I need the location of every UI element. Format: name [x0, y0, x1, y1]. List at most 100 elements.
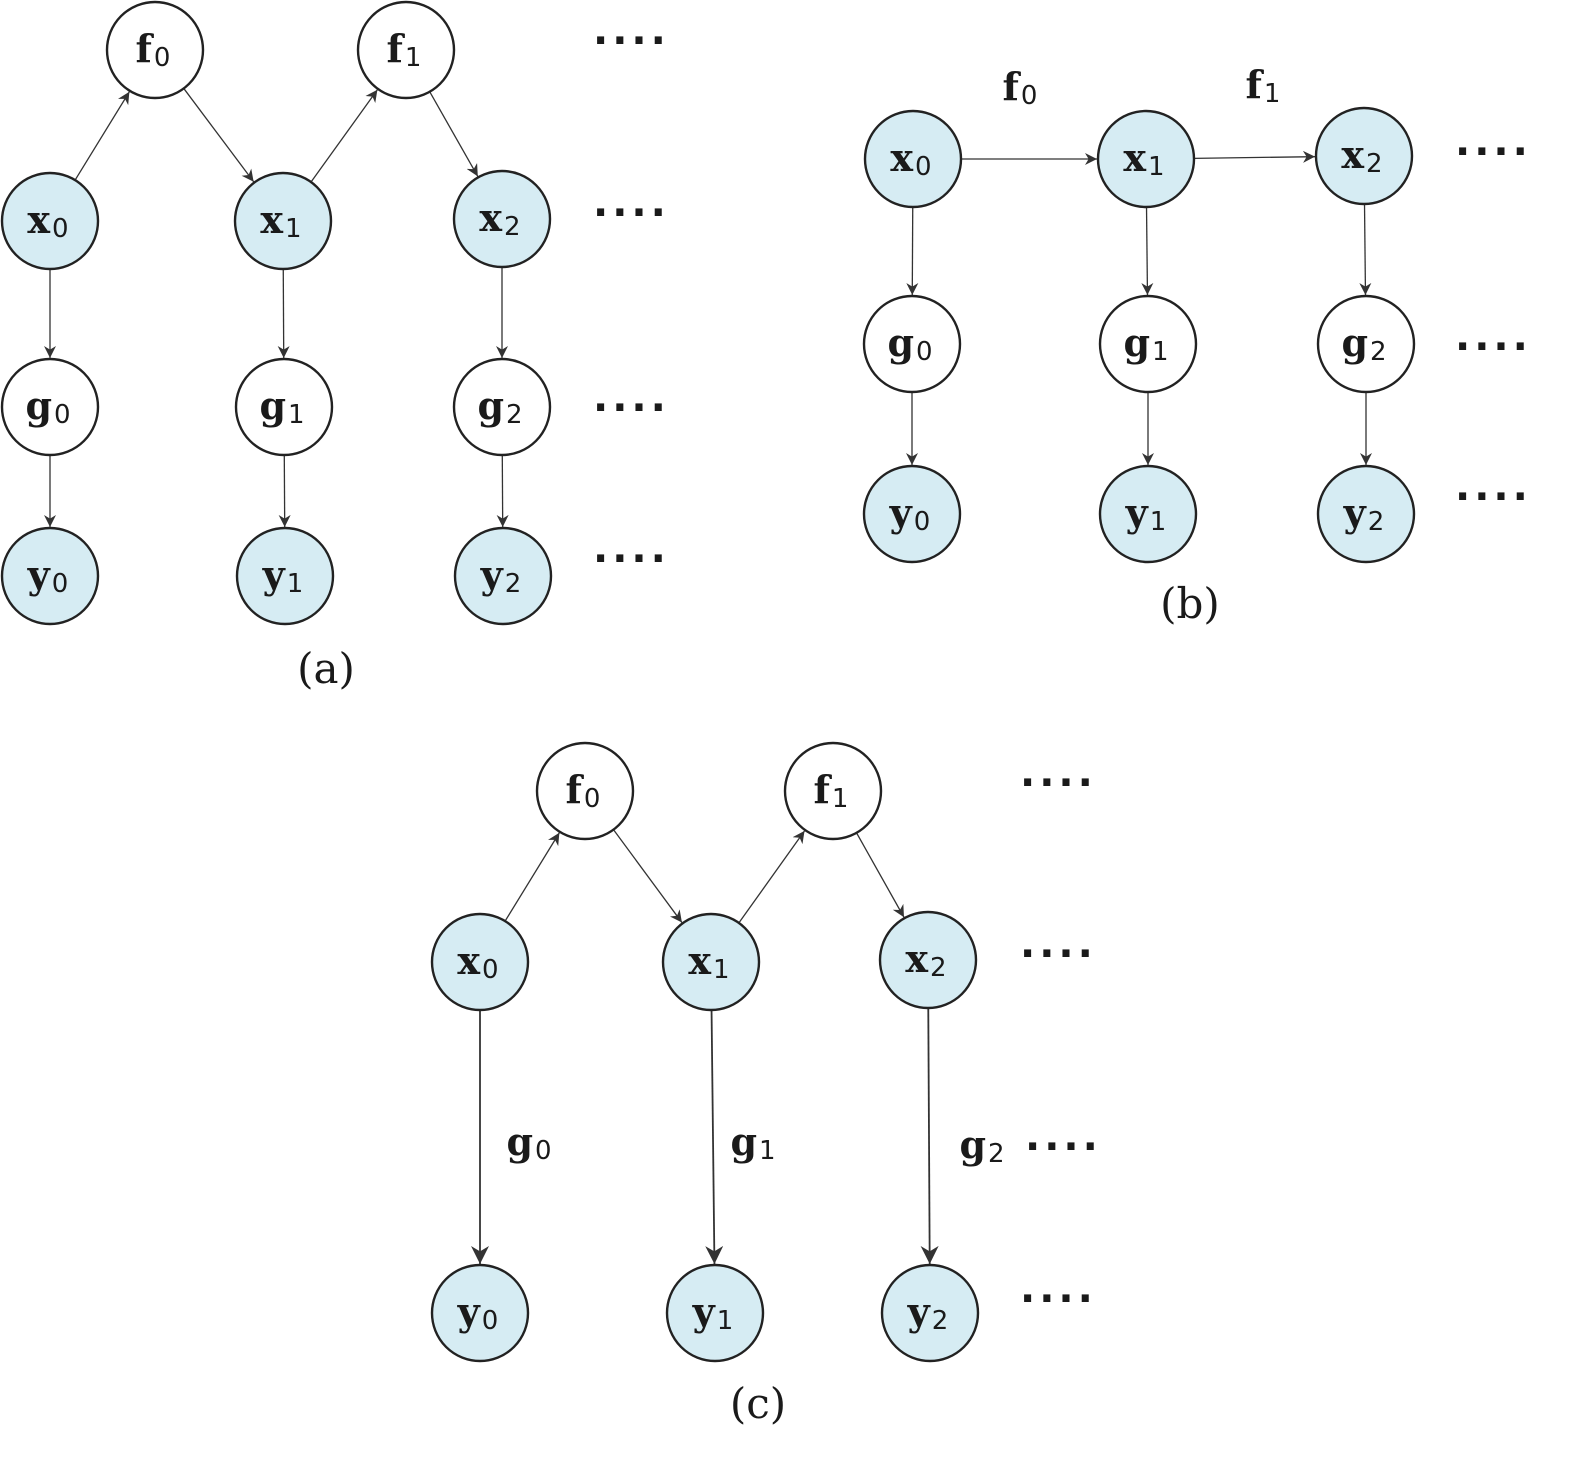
node-circle	[0, 526, 100, 626]
node-label-a-x2-subscript: 2	[504, 212, 521, 242]
node-a-g0: g0	[0, 357, 100, 457]
node-circle	[665, 1263, 765, 1363]
node-circle	[235, 526, 335, 626]
node-label-c-y0: y0	[457, 1289, 499, 1336]
node-circle	[430, 1263, 530, 1363]
ellipsis-c-1: ....	[1020, 921, 1097, 967]
node-circle	[452, 169, 552, 269]
node-label-a-x2: x2	[479, 195, 520, 242]
ellipsis-b-1: ....	[1455, 314, 1532, 360]
node-label-a-g1-subscript: 1	[288, 400, 305, 430]
node-a-g1: g1	[234, 357, 334, 457]
node-b-x1: x1	[1096, 109, 1196, 209]
node-c-f0: f0	[535, 741, 635, 841]
node-label-a-g0-letter: g	[25, 383, 52, 428]
ellipsis-b-2: ....	[1455, 464, 1532, 510]
node-a-x0: x0	[0, 171, 100, 271]
node-label-c-x0-letter: x	[457, 938, 480, 983]
node-label-b-y1-letter: y	[1125, 490, 1149, 535]
node-circle	[1098, 294, 1198, 394]
node-circle	[880, 1263, 980, 1363]
node-b-y0: y0	[862, 464, 962, 564]
node-label-b-y0: y0	[889, 490, 931, 537]
node-b-g0: g0	[862, 294, 962, 394]
node-circle	[535, 741, 635, 841]
node-c-f1: f1	[783, 741, 883, 841]
node-circle	[862, 294, 962, 394]
node-label-a-x1: x1	[260, 197, 301, 244]
node-a-x2: x2	[452, 169, 552, 269]
node-a-f1: f1	[356, 0, 456, 100]
node-label-c-y2-letter: y	[907, 1289, 931, 1334]
node-label-c-x2: x2	[905, 936, 946, 983]
edge-c-x0-f0	[504, 832, 560, 922]
node-c-x1: x1	[661, 912, 761, 1012]
edge-a-f1-x2	[429, 91, 479, 177]
node-label-a-g2-letter: g	[477, 383, 504, 428]
node-c-y0: y0	[430, 1263, 530, 1363]
node-label-a-y0: y0	[27, 552, 69, 599]
node-label-b-y1: y1	[1125, 490, 1167, 537]
node-label-c-x1: x1	[688, 938, 729, 985]
node-label-a-x0: x0	[27, 197, 68, 244]
node-label-a-x0-letter: x	[27, 197, 50, 242]
node-label-a-g2-subscript: 2	[506, 400, 523, 430]
node-b-y1: y1	[1098, 464, 1198, 564]
node-circle	[1096, 109, 1196, 209]
node-label-c-f1: f1	[814, 767, 849, 814]
node-a-g2: g2	[452, 357, 552, 457]
edge-label-c-g1-letter: g	[730, 1119, 757, 1164]
ellipsis-a-0: ....	[593, 8, 670, 54]
node-label-a-g2: g2	[477, 383, 522, 430]
node-circle	[105, 0, 205, 100]
edge-label-c-g0-subscript: 0	[535, 1136, 552, 1166]
node-circle	[878, 910, 978, 1010]
node-label-a-y2: y2	[480, 552, 522, 599]
edge-label-b-f0-letter: f	[1003, 64, 1022, 109]
ellipsis-c-3: ....	[1020, 1266, 1097, 1312]
node-a-f0: f0	[105, 0, 205, 100]
edge-label-c-g2-subscript: 2	[988, 1139, 1005, 1169]
ellipsis-b-0: ....	[1455, 119, 1532, 165]
node-b-x2: x2	[1314, 106, 1414, 206]
node-c-x2: x2	[878, 910, 978, 1010]
panel-caption-a: (a)	[297, 644, 355, 693]
node-label-c-y1-letter: y	[692, 1289, 716, 1334]
node-label-b-x0-letter: x	[890, 135, 913, 180]
node-label-a-f1: f1	[387, 26, 422, 73]
ellipsis-a-3: ....	[593, 526, 670, 572]
edge-label-b-f1-subscript: 1	[1264, 79, 1281, 109]
node-b-y2: y2	[1316, 464, 1416, 564]
node-label-b-x1-letter: x	[1123, 135, 1146, 180]
node-label-c-x0-subscript: 0	[482, 955, 499, 985]
node-label-b-g2-subscript: 2	[1370, 337, 1387, 367]
node-label-b-g1-letter: g	[1123, 320, 1150, 365]
node-label-c-y0-letter: y	[457, 1289, 481, 1334]
node-b-x0: x0	[863, 109, 963, 209]
node-circle	[453, 526, 553, 626]
edge-label-c-g1: g1	[730, 1119, 775, 1166]
node-label-a-y2-subscript: 2	[505, 569, 522, 599]
edge-c-f1-x2	[855, 832, 905, 918]
node-label-c-y0-subscript: 0	[482, 1306, 499, 1336]
node-label-b-y2-subscript: 2	[1368, 507, 1385, 537]
node-circle	[1316, 464, 1416, 564]
edge-b-x1-x2	[1193, 150, 1316, 163]
node-label-b-y0-letter: y	[889, 490, 913, 535]
node-label-c-x1-letter: x	[688, 938, 711, 983]
node-label-a-y1-letter: y	[262, 552, 286, 597]
ellipsis-a-2: ....	[593, 375, 670, 421]
node-c-y1: y1	[665, 1263, 765, 1363]
node-label-c-y1: y1	[692, 1289, 734, 1336]
node-label-b-x0-subscript: 0	[915, 152, 932, 182]
edge-label-c-g1-subscript: 1	[759, 1136, 776, 1166]
node-label-a-g1: g1	[259, 383, 304, 430]
node-label-a-f1-letter: f	[387, 26, 406, 71]
node-a-y2: y2	[453, 526, 553, 626]
node-label-a-f1-subscript: 1	[405, 43, 422, 73]
node-label-c-f1-letter: f	[814, 767, 833, 812]
node-label-a-y1: y1	[262, 552, 304, 599]
node-a-y0: y0	[0, 526, 100, 626]
